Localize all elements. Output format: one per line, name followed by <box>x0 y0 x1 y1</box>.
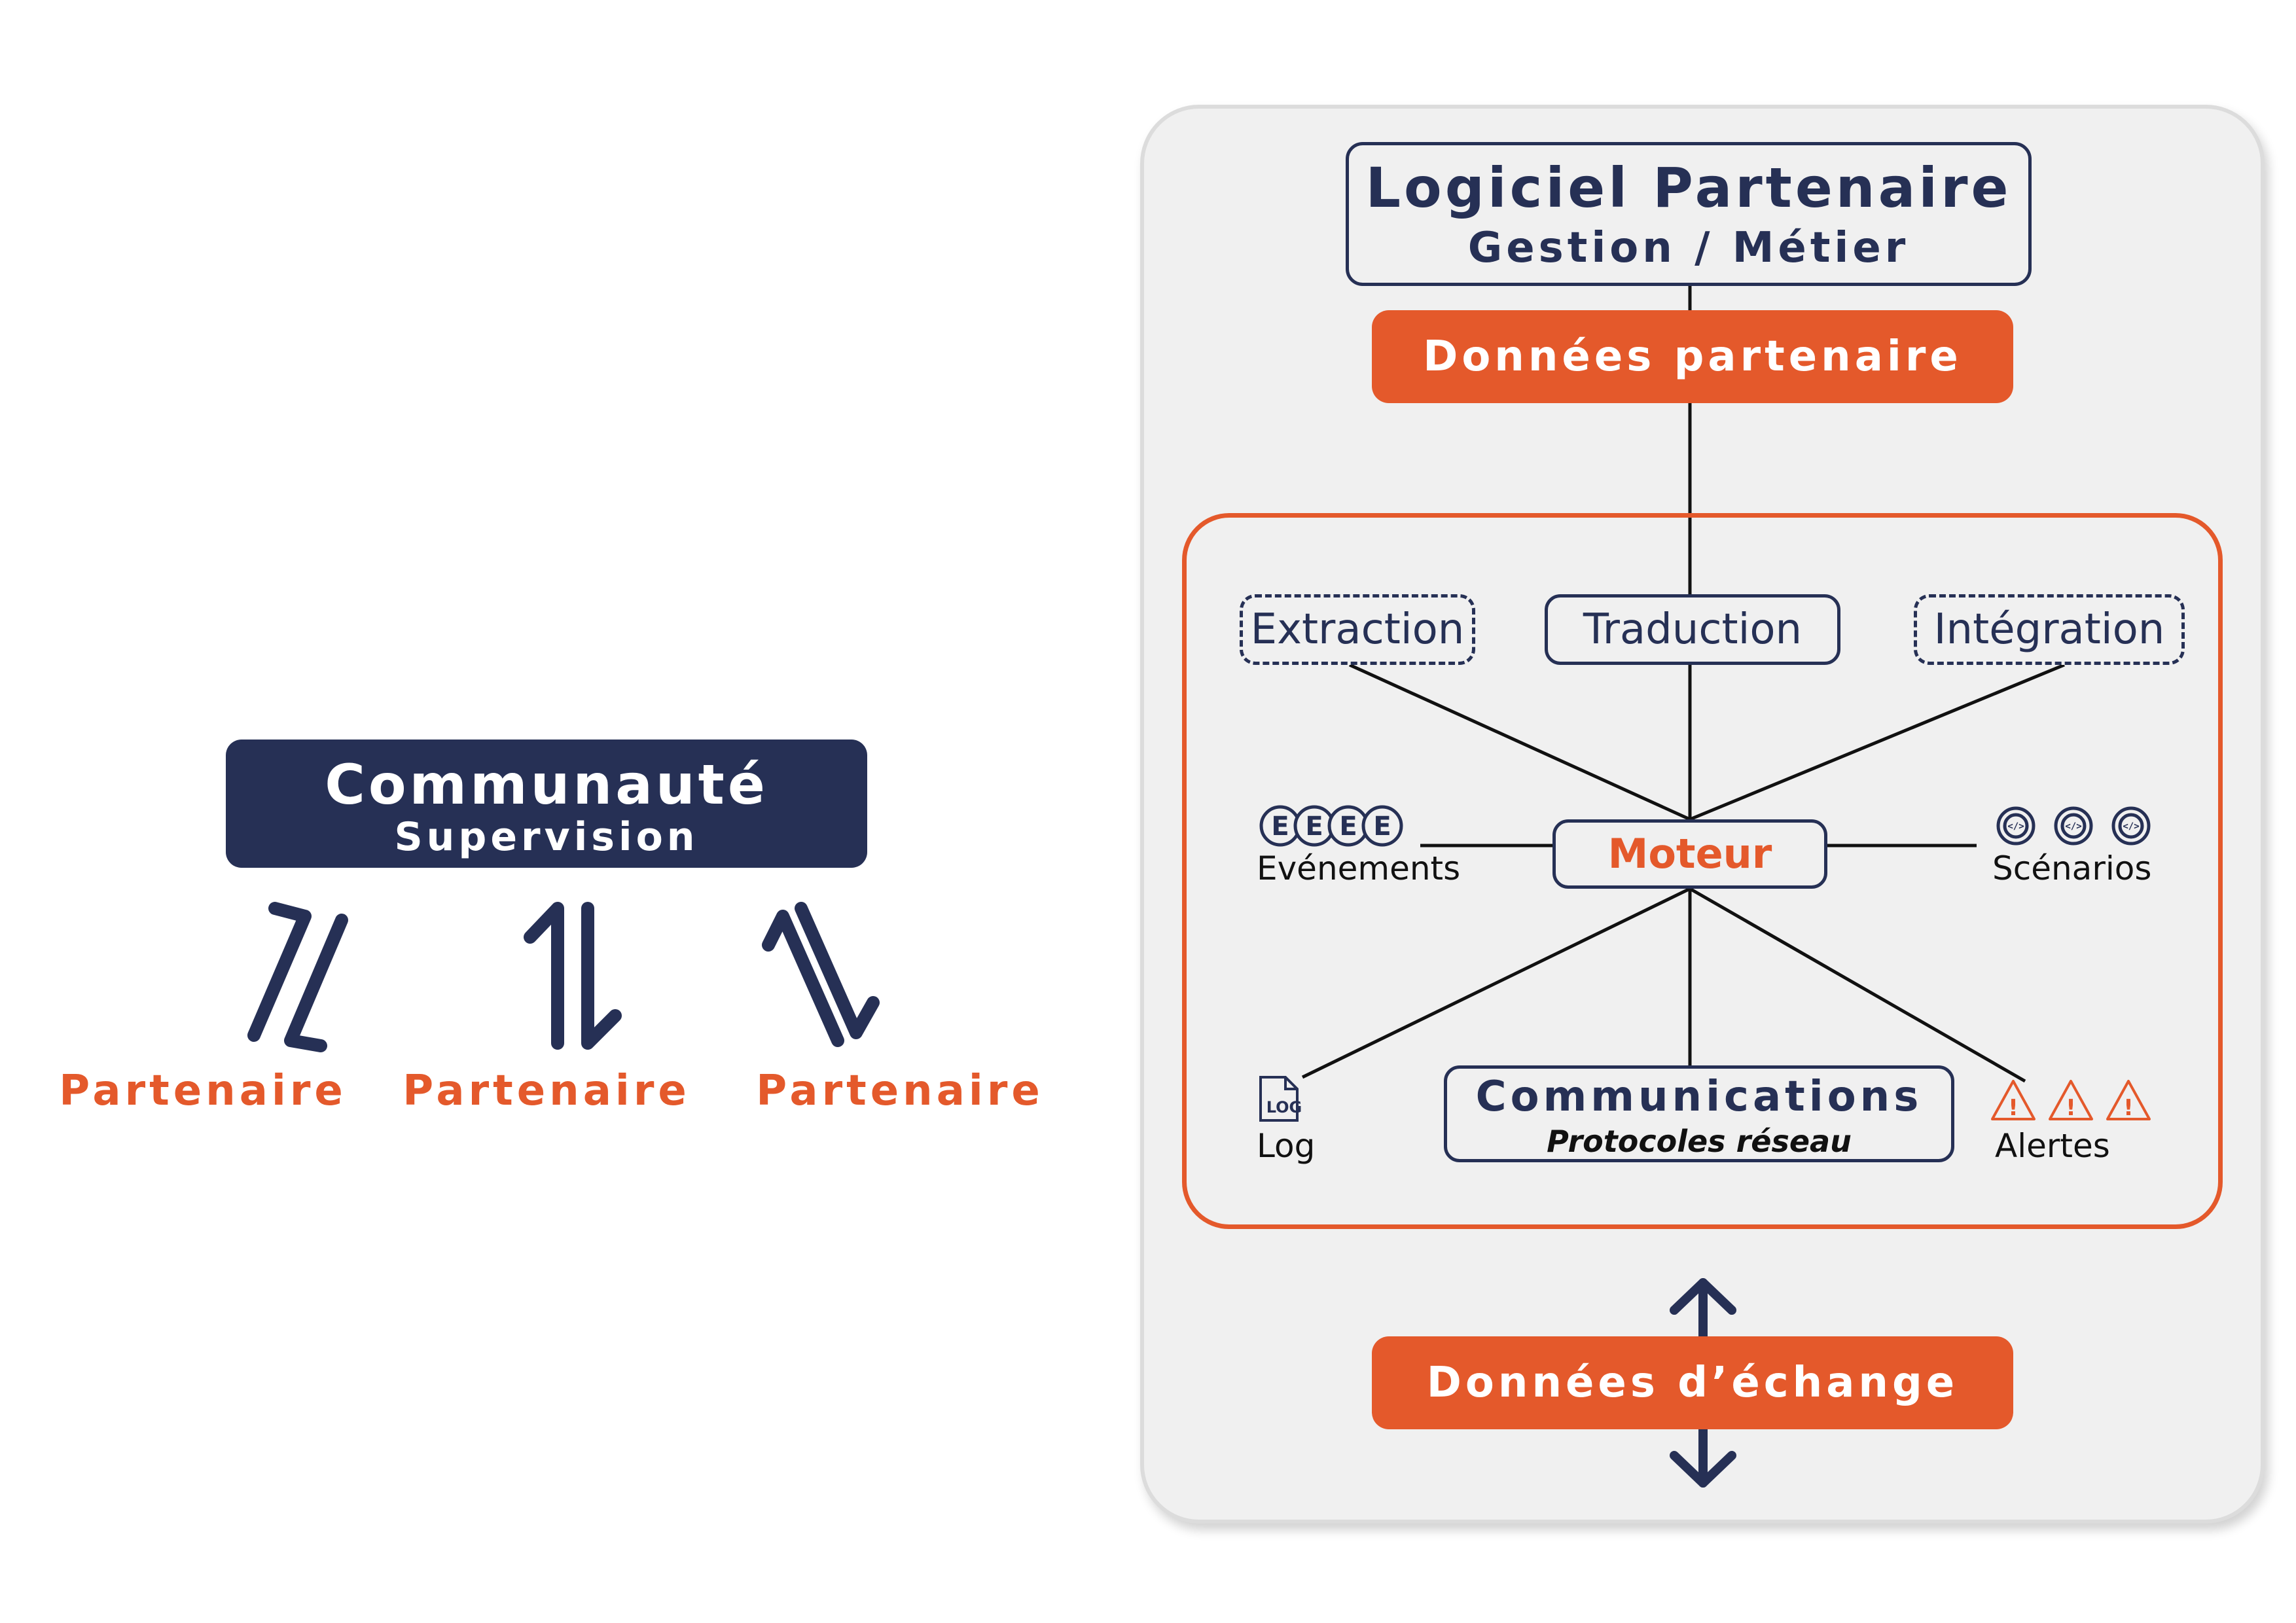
partner-label-1: Partenaire <box>59 1067 347 1115</box>
connector-engine-log <box>1301 887 1691 1079</box>
exchange-arrow-icon-1 <box>247 902 348 1052</box>
partner-exchange-arrows <box>247 902 880 1052</box>
community-box: Communauté Supervision <box>226 740 867 868</box>
engine-frame <box>1182 513 2223 1229</box>
partner-software-subtitle: Gestion / Métier <box>1467 224 1910 272</box>
events-badge-1: E <box>1271 812 1289 842</box>
partner-label-3: Partenaire <box>756 1067 1044 1115</box>
scenarios-icon: </> </> </> <box>1996 806 2151 846</box>
exchange-arrow-icon-2 <box>524 902 622 1050</box>
community-title: Communauté <box>325 753 768 817</box>
alerts-badge-3: ! <box>2123 1095 2134 1121</box>
step-integration: Intégration <box>1914 594 2185 665</box>
log-file-icon: LOG <box>1259 1076 1302 1122</box>
scenarios-label: Scénarios <box>1992 849 2152 887</box>
connector-extraction-engine <box>1348 663 1691 821</box>
exchange-bidirectional-arrow-icon <box>1670 1278 1736 1488</box>
engine-core: Moteur <box>1552 819 1827 889</box>
partner-data-bar: Données partenaire <box>1372 310 2013 403</box>
communications-box: Communications Protocoles réseau <box>1444 1065 1954 1162</box>
log-badge: LOG <box>1266 1098 1302 1116</box>
partner-software-box: Logiciel Partenaire Gestion / Métier <box>1346 142 2032 286</box>
events-icon: E E E E <box>1259 805 1403 847</box>
connector-engine-alerts <box>1689 887 2026 1083</box>
events-badge-4: E <box>1373 812 1391 842</box>
step-translation: Traduction <box>1545 594 1840 665</box>
scenarios-badge-3: </> <box>2123 821 2139 832</box>
partner-software-title: Logiciel Partenaire <box>1365 156 2012 220</box>
alerts-badge-2: ! <box>2066 1095 2076 1121</box>
communications-subtitle: Protocoles réseau <box>1547 1124 1852 1159</box>
step-extraction: Extraction <box>1240 594 1475 665</box>
exchange-arrow-icon-3 <box>762 902 880 1047</box>
alerts-icon: ! ! ! <box>1991 1080 2151 1121</box>
exchange-data-bar: Données d’échange <box>1372 1336 2013 1429</box>
community-subtitle: Supervision <box>394 814 699 860</box>
connector-integration-engine <box>1689 663 2065 821</box>
events-label: Evénements <box>1257 849 1461 887</box>
alerts-label: Alertes <box>1995 1127 2110 1165</box>
events-badge-3: E <box>1339 812 1357 842</box>
log-label: Log <box>1257 1127 1316 1165</box>
communications-title: Communications <box>1475 1073 1923 1121</box>
alerts-badge-1: ! <box>2008 1095 2018 1121</box>
scenarios-badge-1: </> <box>2007 821 2024 832</box>
scenarios-badge-2: </> <box>2065 821 2081 832</box>
partner-label-2: Partenaire <box>403 1067 691 1115</box>
events-badge-2: E <box>1305 812 1323 842</box>
